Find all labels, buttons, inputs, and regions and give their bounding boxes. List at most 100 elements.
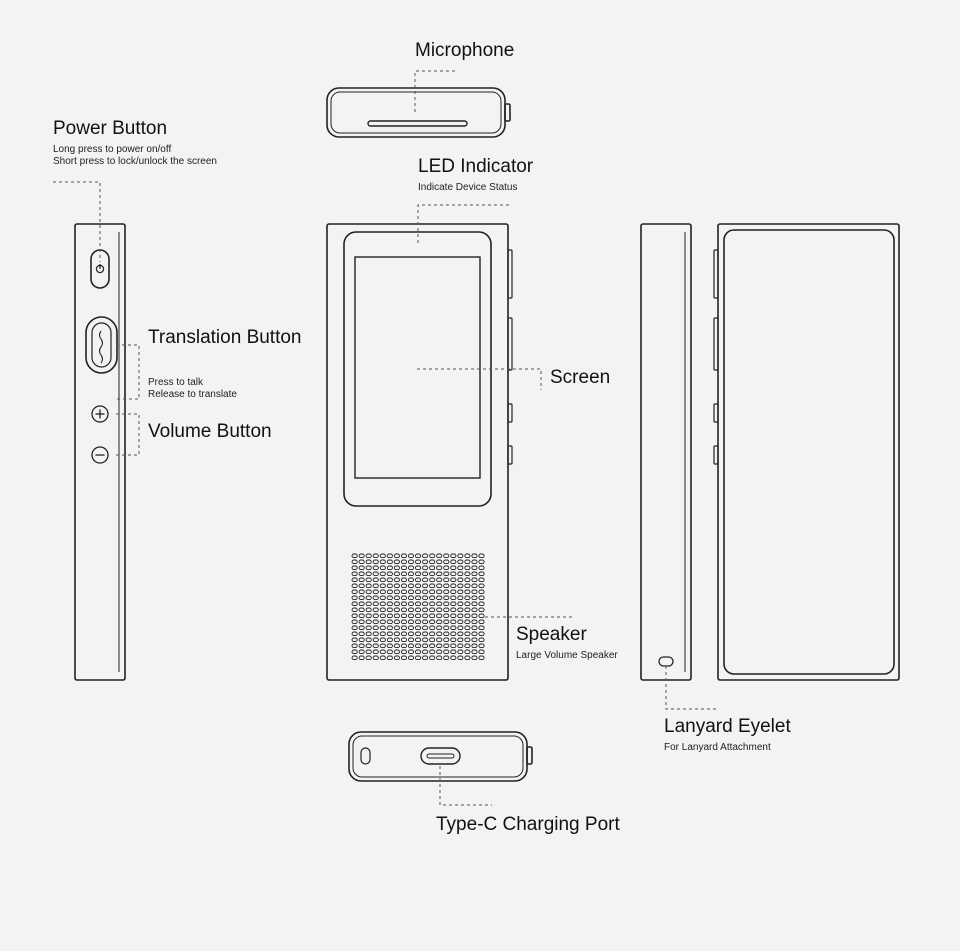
speaker-hole [457, 631, 464, 637]
speaker-hole [429, 601, 436, 607]
speaker-hole [415, 571, 422, 577]
speaker-hole [400, 571, 408, 577]
speaker-hole [471, 577, 478, 583]
speaker-hole [351, 571, 358, 577]
speaker-hole [464, 601, 471, 607]
translation-button-shape [85, 316, 118, 374]
speaker-hole [478, 619, 485, 625]
speaker-hole [464, 559, 471, 565]
speaker-hole [478, 559, 485, 565]
speaker-hole [379, 553, 386, 559]
speaker-hole [393, 601, 400, 607]
speaker-hole [443, 655, 450, 661]
speaker-label: Speaker [516, 624, 587, 645]
type-c-port-shape [420, 747, 461, 765]
speaker-hole [450, 637, 457, 643]
speaker-hole [358, 595, 365, 601]
speaker-hole [372, 649, 379, 655]
speaker-hole [464, 553, 471, 559]
speaker-hole [358, 589, 365, 595]
speaker-hole [372, 625, 379, 631]
speaker-hole [379, 559, 386, 565]
speaker-hole [379, 637, 386, 643]
speaker-hole [415, 631, 422, 637]
device-bottom-view [348, 731, 533, 782]
speaker-hole [365, 577, 372, 583]
translation-button-desc-2: Release to translate [148, 389, 237, 400]
speaker-hole [393, 643, 400, 649]
speaker-hole [379, 625, 386, 631]
speaker-hole [393, 577, 400, 583]
speaker-hole [443, 583, 450, 589]
speaker-hole [443, 619, 450, 625]
speaker-hole [415, 559, 422, 565]
speaker-hole [464, 595, 471, 601]
speaker-hole [372, 655, 379, 661]
speaker-hole [400, 589, 408, 595]
speaker-hole [457, 637, 464, 643]
speaker-hole [415, 637, 422, 643]
speaker-hole [429, 625, 436, 631]
speaker-hole [450, 565, 457, 571]
speaker-hole [415, 577, 422, 583]
speaker-hole [415, 619, 422, 625]
speaker-hole [365, 643, 372, 649]
speaker-hole [436, 637, 443, 643]
speaker-hole [372, 613, 379, 619]
speaker-hole [450, 619, 457, 625]
speaker-hole [429, 595, 436, 601]
speaker-hole [386, 655, 393, 661]
speaker-hole [443, 637, 450, 643]
speaker-hole [478, 625, 485, 631]
speaker-hole [478, 631, 485, 637]
speaker-hole [415, 613, 422, 619]
speaker-hole [351, 649, 358, 655]
speaker-hole [407, 649, 415, 655]
speaker-hole [450, 643, 457, 649]
speaker-hole [393, 553, 400, 559]
speaker-hole [407, 595, 415, 601]
speaker-hole [407, 553, 415, 559]
speaker-hole [422, 613, 429, 619]
speaker-hole [429, 565, 436, 571]
speaker-hole [429, 583, 436, 589]
speaker-hole [351, 607, 358, 613]
speaker-hole [358, 619, 365, 625]
speaker-hole [351, 631, 358, 637]
speaker-hole [436, 619, 443, 625]
speaker-hole [372, 595, 379, 601]
device-front-view [326, 223, 513, 681]
speaker-hole [471, 559, 478, 565]
speaker-hole [415, 565, 422, 571]
speaker-hole [393, 571, 400, 577]
speaker-hole [386, 619, 393, 625]
speaker-hole [457, 613, 464, 619]
speaker-hole [450, 601, 457, 607]
speaker-hole [407, 619, 415, 625]
speaker-hole [436, 559, 443, 565]
speaker-hole [478, 607, 485, 613]
speaker-hole [407, 565, 415, 571]
speaker-hole [379, 565, 386, 571]
speaker-hole [422, 583, 429, 589]
speaker-hole [436, 655, 443, 661]
power-icon [95, 264, 105, 274]
speaker-hole [386, 559, 393, 565]
speaker-hole [429, 553, 436, 559]
speaker-hole [393, 637, 400, 643]
speaker-hole [400, 595, 408, 601]
device-left-side-view [74, 223, 126, 681]
lanyard-eyelet-shape [658, 656, 674, 667]
speaker-hole [358, 553, 365, 559]
speaker-hole [407, 637, 415, 643]
device-back-view [713, 223, 900, 681]
speaker-hole [358, 583, 365, 589]
speaker-hole [358, 655, 365, 661]
speaker-hole [471, 565, 478, 571]
speaker-hole [400, 559, 408, 565]
speaker-hole [358, 649, 365, 655]
speaker-hole [365, 565, 372, 571]
speaker-hole [422, 655, 429, 661]
speaker-hole [400, 649, 408, 655]
speaker-hole [365, 619, 372, 625]
